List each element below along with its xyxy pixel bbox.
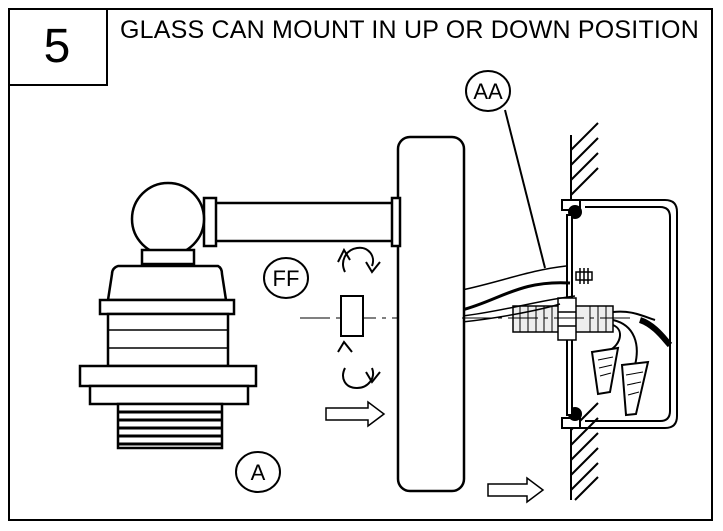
callout-ff-label: FF — [273, 266, 300, 291]
callout-aa-label: AA — [473, 79, 503, 104]
step-number: 5 — [8, 8, 108, 86]
callout-a: A — [235, 451, 281, 493]
callout-ff: FF — [263, 257, 309, 299]
rotate-arrow-icon — [337, 246, 381, 390]
canopy — [396, 135, 466, 493]
fixture-arm — [202, 196, 402, 248]
wall — [570, 122, 599, 501]
ball-knuckle — [130, 181, 206, 266]
direction-arrow-icon — [325, 400, 545, 504]
junction-box — [561, 199, 678, 429]
ground-screw — [575, 268, 593, 284]
wire-nuts — [590, 346, 650, 417]
glass-clip — [340, 295, 364, 337]
wires — [461, 265, 673, 366]
callout-a-label: A — [251, 460, 266, 485]
threaded-nipple — [512, 297, 614, 341]
socket-cup — [78, 264, 258, 450]
step-title: GLASS CAN MOUNT IN UP OR DOWN POSITION — [120, 16, 699, 44]
callout-aa: AA — [465, 70, 546, 269]
